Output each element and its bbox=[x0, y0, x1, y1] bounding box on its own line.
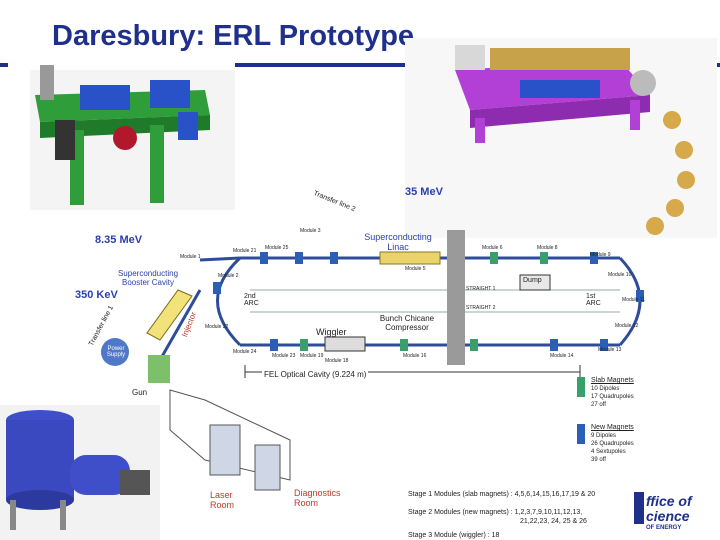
energy-label-350kev: 350 KeV bbox=[75, 289, 118, 301]
module-label: Module 1 bbox=[180, 254, 201, 260]
new-legend-item: 9 Dipoles bbox=[591, 433, 617, 439]
module-label: Module 5 bbox=[405, 266, 426, 272]
sc-linac-shape bbox=[379, 251, 441, 265]
module-label: Module 21 bbox=[233, 248, 257, 254]
new-legend-swatch bbox=[577, 424, 585, 444]
gun-shape bbox=[148, 355, 170, 383]
slab-legend-swatch bbox=[577, 377, 585, 397]
logo-line-2: cience bbox=[646, 508, 690, 524]
booster-cavity-shape bbox=[146, 289, 193, 341]
stage-2-text: Stage 2 Modules (new magnets) : 1,2,3,7,… bbox=[408, 509, 583, 516]
slab-legend-item: 10 Dipoles bbox=[591, 386, 620, 392]
module-label: Module 9 bbox=[590, 252, 611, 258]
page-title: Daresbury: ERL Prototype bbox=[52, 20, 415, 52]
doe-logo-mark bbox=[634, 492, 644, 524]
wiggler-shape bbox=[324, 336, 366, 352]
module-label: Module 13 bbox=[598, 347, 622, 353]
sc-booster-label: Superconducting Booster Cavity bbox=[117, 269, 179, 287]
module-label: Module 19 bbox=[300, 353, 324, 359]
new-legend-item: 39 off bbox=[591, 457, 606, 463]
arc2-label: 2nd ARC bbox=[244, 293, 259, 307]
new-legend-title: New Magnets bbox=[591, 424, 634, 431]
slab-legend-title: Slab Magnets bbox=[591, 377, 634, 384]
module-label: Module 25 bbox=[265, 245, 289, 251]
magnet-markers bbox=[213, 252, 644, 351]
logo-line-3: OF ENERGY bbox=[646, 525, 682, 531]
straight-2-label: STRAIGHT 2 bbox=[466, 305, 496, 311]
green-injector-model bbox=[30, 65, 235, 210]
gun-label: Gun bbox=[132, 388, 148, 397]
module-label: Module 11 bbox=[622, 297, 645, 303]
title-divider bbox=[235, 63, 420, 67]
dump-shape bbox=[519, 274, 551, 291]
power-supply-shape bbox=[101, 338, 129, 366]
module-label: Module 3 bbox=[300, 228, 321, 234]
chicane-label: Bunch Chicane Compressor bbox=[379, 314, 435, 332]
diagnostics-room-label: Diagnostics Room bbox=[294, 488, 341, 508]
new-legend-item: 26 Quadrupoles bbox=[591, 441, 634, 447]
module-label: Module 12 bbox=[615, 323, 639, 329]
module-label: Module 23 bbox=[272, 353, 296, 359]
module-label: Module 24 bbox=[233, 349, 257, 355]
fel-cavity-label: FEL Optical Cavity (9.224 m) bbox=[262, 370, 369, 379]
title-divider-left bbox=[0, 63, 8, 67]
shield-wall bbox=[447, 230, 465, 365]
energy-label-8-35mev: 8.35 MeV bbox=[95, 234, 143, 246]
wiggler-label: Wiggler bbox=[316, 327, 347, 337]
module-label: Module 16 bbox=[403, 353, 427, 359]
new-legend-item: 4 Sextupoles bbox=[591, 449, 626, 455]
stage-1-text: Stage 1 Modules (slab magnets) : 4,5,6,1… bbox=[408, 491, 596, 498]
module-label: Module 18 bbox=[325, 358, 349, 364]
energy-label-35mev: 35 MeV bbox=[405, 186, 443, 198]
arc1-label: 1st ARC bbox=[586, 293, 601, 307]
purple-arc-model bbox=[405, 38, 717, 238]
module-label: Module 10 bbox=[608, 272, 632, 278]
module-label: Module 14 bbox=[550, 353, 574, 359]
module-label: Module 8 bbox=[537, 245, 558, 251]
stage-2-text-continued: 21,22,23, 24, 25 & 26 bbox=[520, 518, 587, 525]
laser-room-label: Laser Room bbox=[210, 490, 235, 510]
slab-legend-item: 27 off bbox=[591, 402, 606, 408]
stage-3-text: Stage 3 Module (wiggler) : 18 bbox=[408, 532, 500, 539]
slab-legend-item: 17 Quadrupoles bbox=[591, 394, 634, 400]
module-label: Module 22 bbox=[205, 324, 229, 330]
vacuum-vessel-model bbox=[0, 405, 160, 540]
logo-line-1: ffice of bbox=[646, 493, 692, 509]
building-outline bbox=[169, 389, 291, 491]
power-supply-label: Power Supply bbox=[106, 346, 126, 358]
sc-linac-label: Superconducting Linac bbox=[364, 232, 432, 252]
office-of-science-logo: ffice of cience OF ENERGY bbox=[646, 494, 692, 532]
straight-1-label: STRAIGHT 1 bbox=[466, 286, 496, 292]
module-label: Module 2 bbox=[218, 273, 239, 279]
dump-label: Dump bbox=[523, 277, 542, 284]
module-label: Module 6 bbox=[482, 245, 503, 251]
